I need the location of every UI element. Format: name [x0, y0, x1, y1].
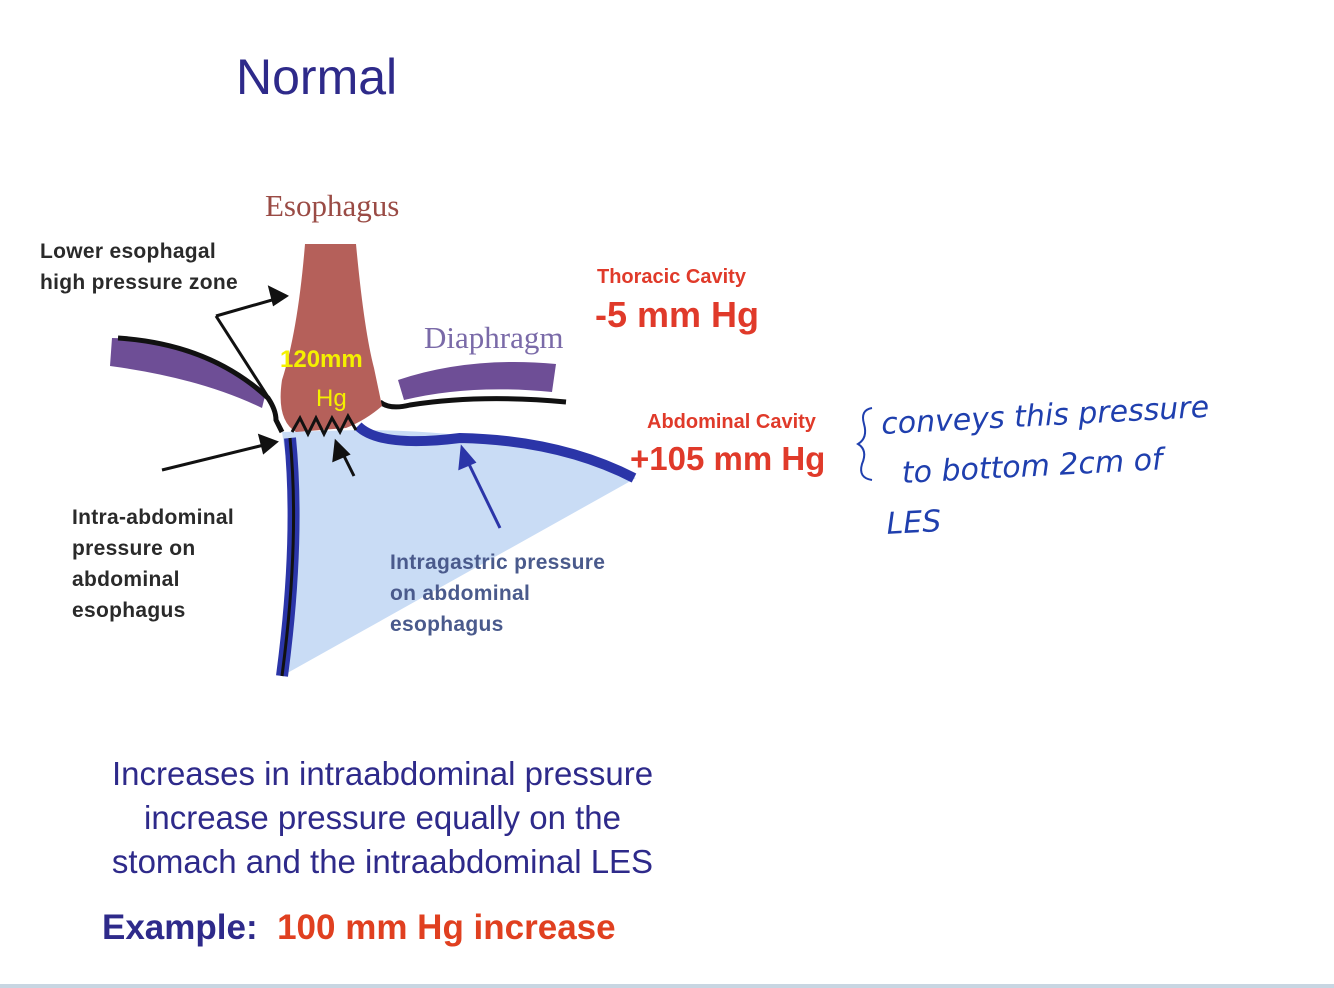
brace-icon — [850, 404, 880, 484]
intragastric-line: esophagus — [390, 609, 605, 640]
les-pressure-unit: Hg — [316, 385, 347, 413]
lower-zone-label: Lower esophagal high pressure zone — [40, 236, 238, 298]
example-label: Example: — [102, 908, 258, 947]
esophagus-label: Esophagus — [265, 188, 399, 224]
lower-zone-line: high pressure zone — [40, 267, 238, 298]
summary-line: Increases in intraabdominal pressure — [60, 752, 705, 796]
summary-text: Increases in intraabdominal pressure inc… — [60, 752, 705, 884]
intragastric-label: Intragastric pressure on abdominal esoph… — [390, 547, 605, 640]
abdominal-cavity-value: +105 mm Hg — [630, 440, 825, 478]
bottom-divider — [0, 984, 1334, 988]
intra-abdominal-line: esophagus — [72, 595, 234, 626]
diaphragm-label: Diaphragm — [424, 320, 563, 356]
thoracic-cavity-value: -5 mm Hg — [595, 294, 759, 336]
example-line: Example: 100 mm Hg increase — [102, 908, 616, 948]
example-value: 100 mm Hg increase — [277, 908, 616, 947]
intra-abdominal-line: Intra-abdominal — [72, 502, 234, 533]
intragastric-line: Intragastric pressure — [390, 547, 605, 578]
diaphragm-outline-right — [380, 399, 566, 407]
summary-line: stomach and the intraabdominal LES — [60, 840, 705, 884]
summary-line: increase pressure equally on the — [60, 796, 705, 840]
abdominal-cavity-label: Abdominal Cavity — [647, 411, 816, 434]
intra-abdominal-line: pressure on — [72, 533, 234, 564]
thoracic-cavity-label: Thoracic Cavity — [597, 266, 746, 289]
intragastric-line: on abdominal — [390, 578, 605, 609]
les-pressure-value: 120mm — [280, 346, 363, 374]
handwritten-note: conveys this pressure to bottom 2cm of L… — [880, 383, 1216, 550]
lower-zone-line: Lower esophagal — [40, 236, 238, 267]
diaphragm-right — [398, 362, 556, 400]
intra-abdominal-line: abdominal — [72, 564, 234, 595]
intra-abdominal-label: Intra-abdominal pressure on abdominal es… — [72, 502, 234, 626]
